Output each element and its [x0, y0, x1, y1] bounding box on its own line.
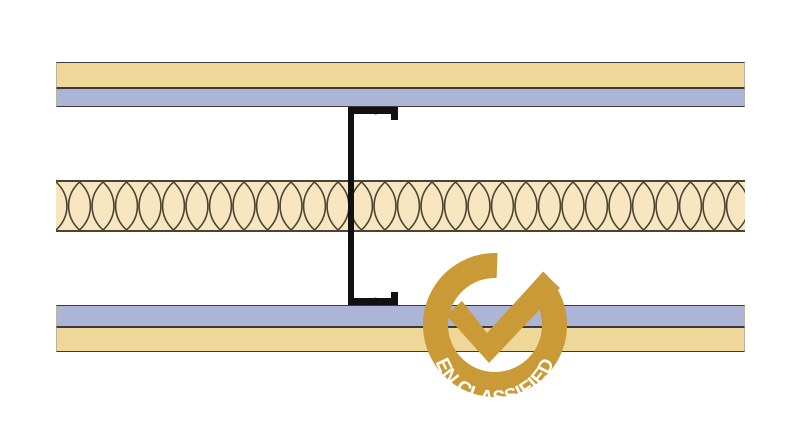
insulation-pattern [56, 182, 745, 230]
wall-layer-bottom-inner-board [56, 305, 745, 327]
wall-layer-top-inner-board [56, 88, 745, 107]
wall-layer-bottom-outer-board [56, 327, 745, 352]
badge-graphic: EN CLASSIFIED [423, 252, 568, 405]
wall-layer-cavity-insulation [56, 180, 745, 232]
en-classified-badge: EN CLASSIFIED [410, 245, 580, 405]
badge-checkmark-icon [446, 272, 560, 363]
wall-layer-top-outer-board [56, 62, 745, 88]
